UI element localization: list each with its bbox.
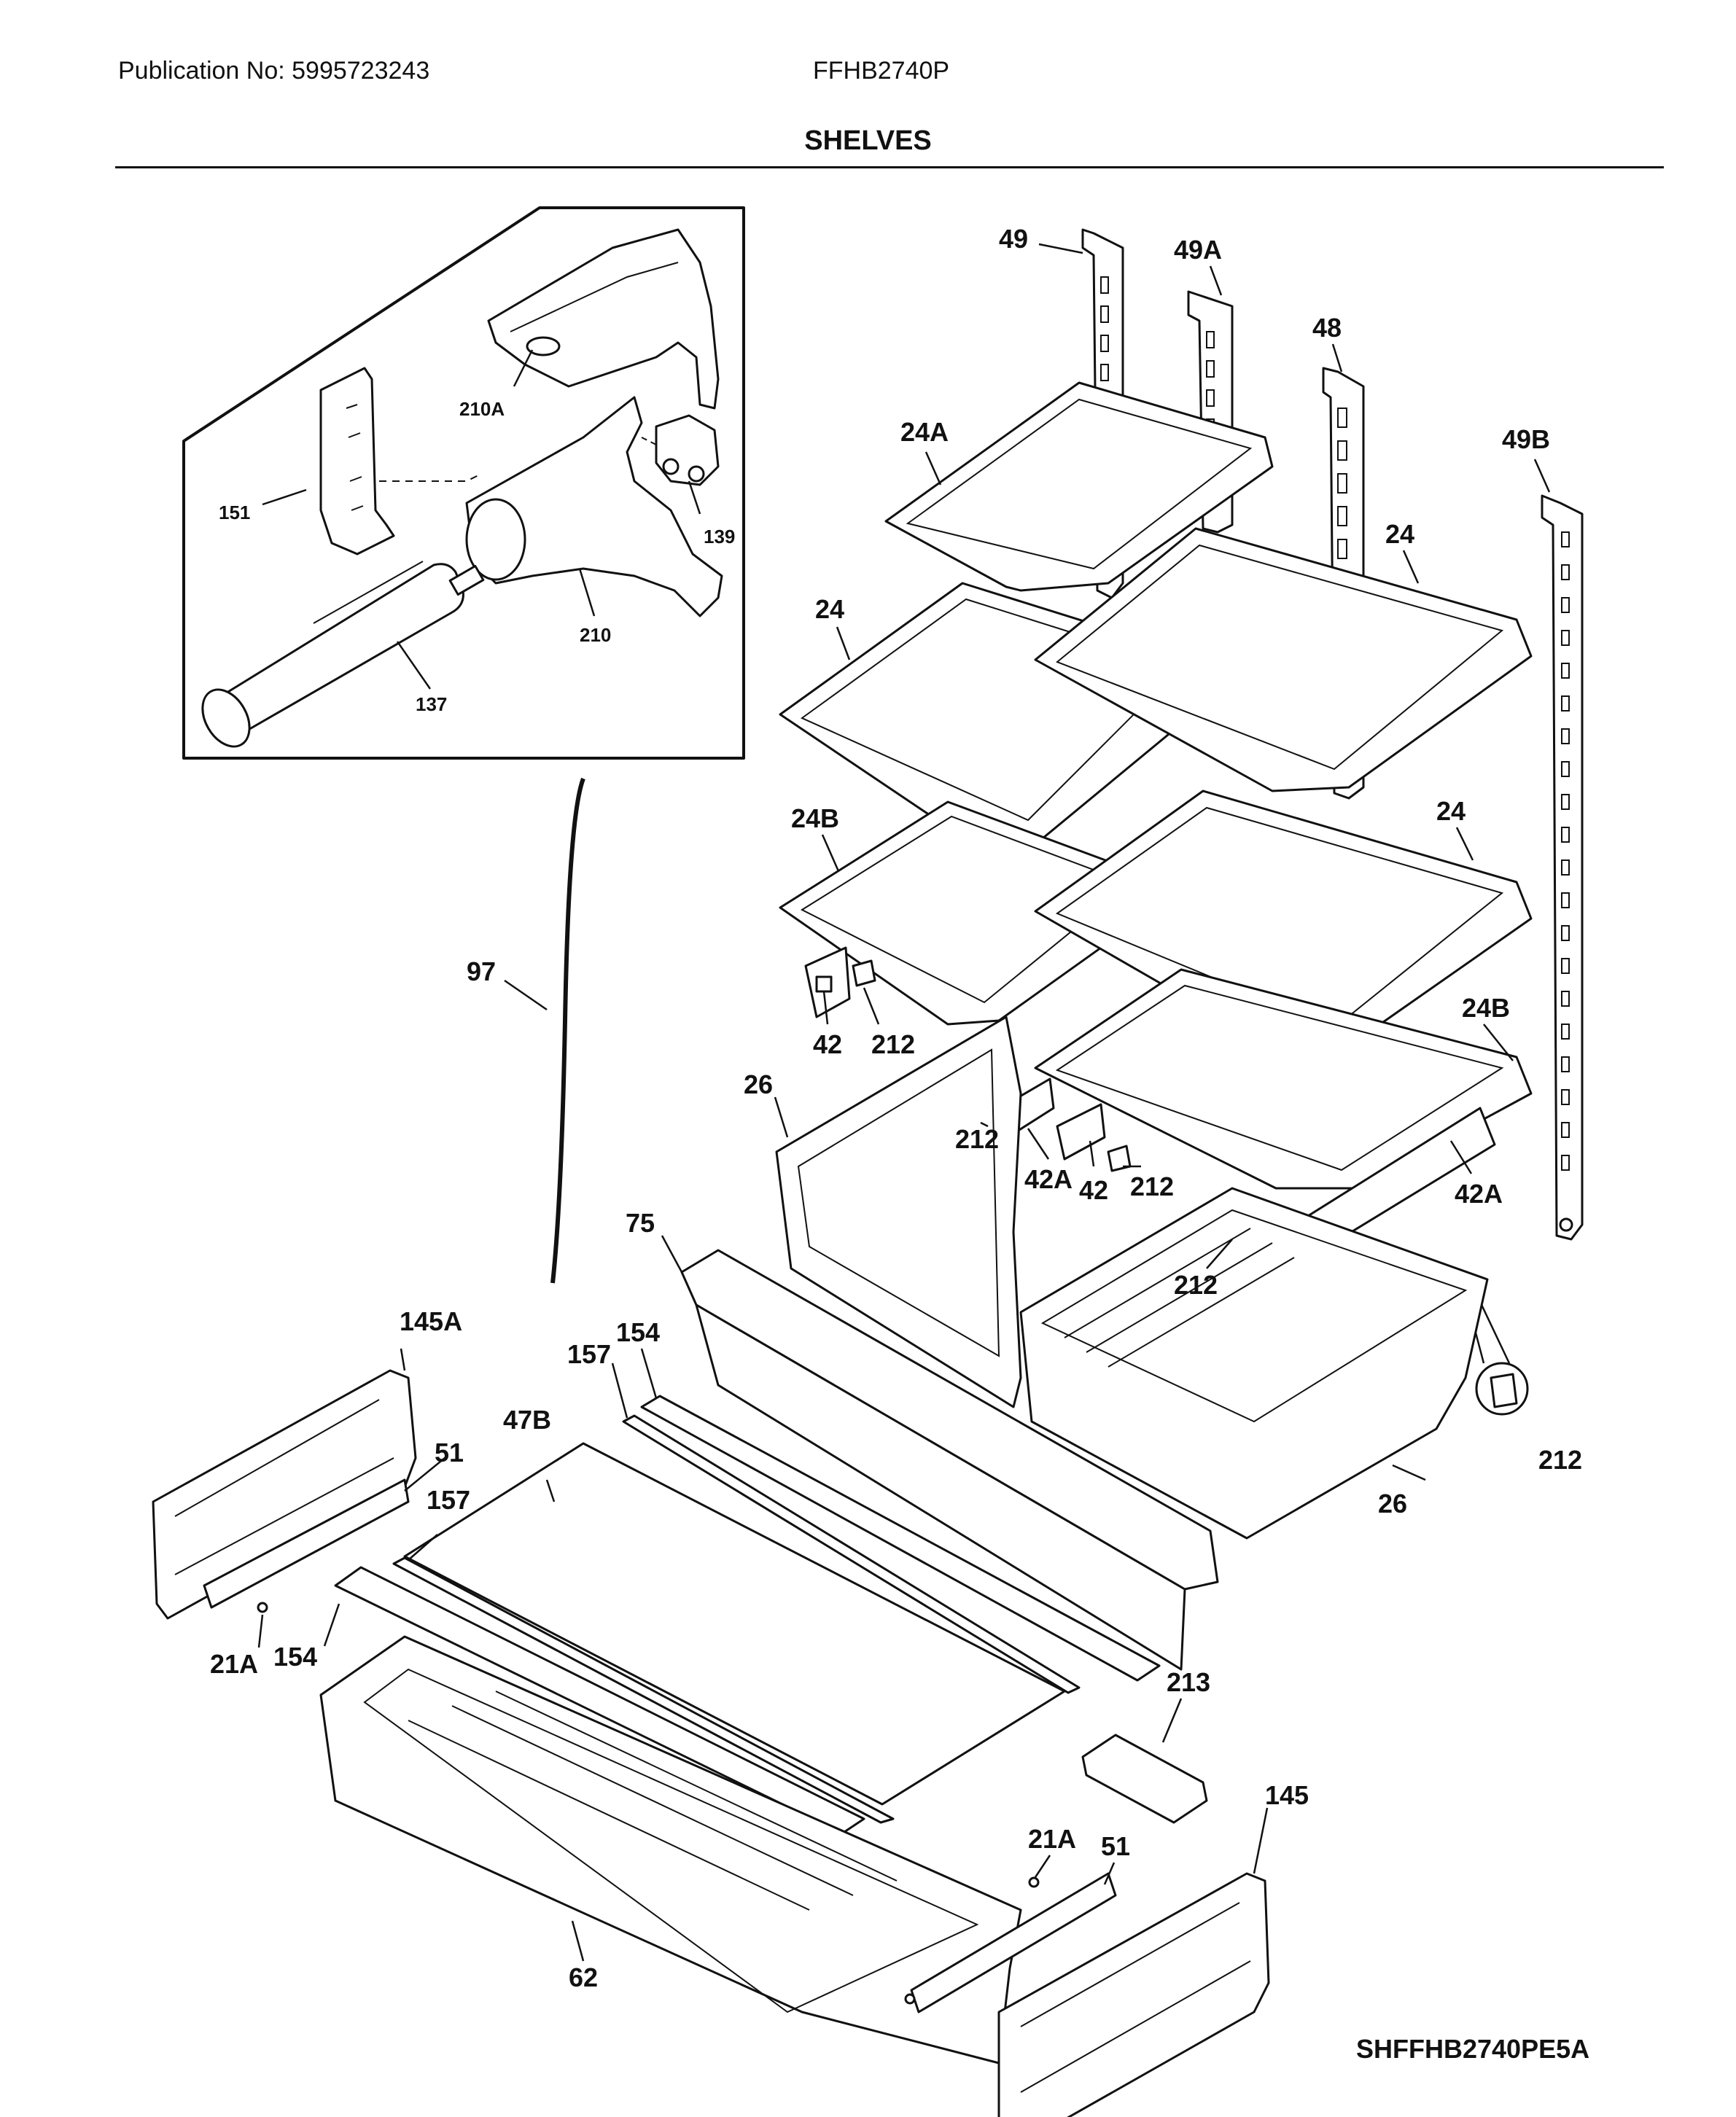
leader-lines <box>257 243 1551 1962</box>
callout-154-lower: 154 <box>273 1642 317 1672</box>
shelf-24b-right <box>1034 968 1533 1190</box>
callout-42a-a: 42A <box>1024 1164 1073 1194</box>
clip-212-a <box>852 959 876 987</box>
cover-trim-154-upper <box>640 1395 1161 1682</box>
crisper-drawers <box>775 1015 1489 1540</box>
callout-145a: 145A <box>400 1306 462 1336</box>
callout-210: 210 <box>580 624 611 646</box>
side-cover-145 <box>997 1872 1270 2117</box>
callout-24-upper-right: 24 <box>1385 519 1414 549</box>
water-filter-inset <box>182 206 745 760</box>
callout-139: 139 <box>704 526 735 547</box>
publication-number: Publication No: 5995723243 <box>118 57 430 85</box>
callout-49b: 49B <box>1502 424 1550 454</box>
callout-42-left: 42 <box>813 1029 842 1059</box>
shelf-24a <box>884 381 1274 592</box>
section-title: SHELVES <box>804 125 932 156</box>
callout-21a-left: 21A <box>210 1649 258 1679</box>
callout-151: 151 <box>219 502 250 523</box>
filter-head-cover <box>487 228 720 410</box>
crisper-cover-assembly <box>334 1249 1219 1835</box>
callout-212-e: 212 <box>1538 1445 1582 1475</box>
callout-48: 48 <box>1312 313 1342 343</box>
crisper-26-right <box>1019 1187 1489 1540</box>
callout-49: 49 <box>999 224 1028 254</box>
slide-51-left <box>203 1478 410 1609</box>
callout-51-right: 51 <box>1101 1831 1130 1861</box>
callout-154-upper: 154 <box>616 1317 660 1347</box>
callout-212-a: 212 <box>871 1029 915 1059</box>
callout-51-left: 51 <box>435 1438 464 1467</box>
callout-210a: 210A <box>459 398 505 420</box>
callout-97: 97 <box>467 956 496 986</box>
callout-62: 62 <box>569 1962 598 1992</box>
filter-housing-210 <box>465 396 723 617</box>
diagram-code: SHFFHB2740PE5A <box>1356 2034 1590 2064</box>
callout-157-upper: 157 <box>567 1339 611 1369</box>
callout-75: 75 <box>626 1208 655 1238</box>
filter-valve-139 <box>655 414 720 486</box>
callout-157-lower: 157 <box>427 1485 470 1515</box>
callout-212-d: 212 <box>1174 1270 1218 1300</box>
callout-145: 145 <box>1265 1780 1309 1810</box>
cover-trim-154-lower <box>334 1566 865 1835</box>
callout-49a: 49A <box>1174 235 1222 265</box>
callout-26-left: 26 <box>744 1069 773 1099</box>
callout-24b-left: 24B <box>791 803 839 833</box>
crisper-26-left <box>775 1015 1022 1408</box>
slide-51-right <box>910 1872 1117 2013</box>
callout-24a: 24A <box>900 417 949 447</box>
callout-42-right: 42 <box>1079 1175 1108 1205</box>
side-covers <box>152 1369 1270 2117</box>
callout-24-lower-right: 24 <box>1436 796 1466 826</box>
callout-24-upper-left: 24 <box>815 594 844 624</box>
bracket-42-right <box>1056 1103 1106 1161</box>
cover-trim-157-upper <box>622 1414 1081 1694</box>
callout-47b: 47B <box>503 1405 551 1435</box>
callout-26-right: 26 <box>1378 1489 1407 1518</box>
callout-213: 213 <box>1167 1667 1210 1697</box>
callout-137: 137 <box>416 693 447 715</box>
model-number: FFHB2740P <box>813 57 950 85</box>
callout-42a-b: 42A <box>1455 1179 1503 1209</box>
brackets <box>804 946 1529 1416</box>
callout-21a-right: 21A <box>1028 1824 1076 1854</box>
water-tube-97 <box>550 777 585 1284</box>
header-rule <box>115 166 1664 168</box>
cover-glass-47b <box>403 1442 1066 1806</box>
callout-24b-right: 24B <box>1462 993 1510 1023</box>
cover-trim-157-lower <box>392 1556 895 1824</box>
callout-212-c: 212 <box>1130 1171 1174 1201</box>
cover-clip-213 <box>1081 1734 1208 1824</box>
callout-212-b: 212 <box>955 1124 999 1154</box>
shelf-24-upper-right <box>1034 527 1533 792</box>
callout-labels: 49 49A 48 49B 24A 24 24 24 24B 24B 210A … <box>210 224 1582 1992</box>
filter-cover-151 <box>319 367 395 555</box>
side-cover-145a <box>152 1369 417 1620</box>
shelves <box>779 381 1533 1190</box>
